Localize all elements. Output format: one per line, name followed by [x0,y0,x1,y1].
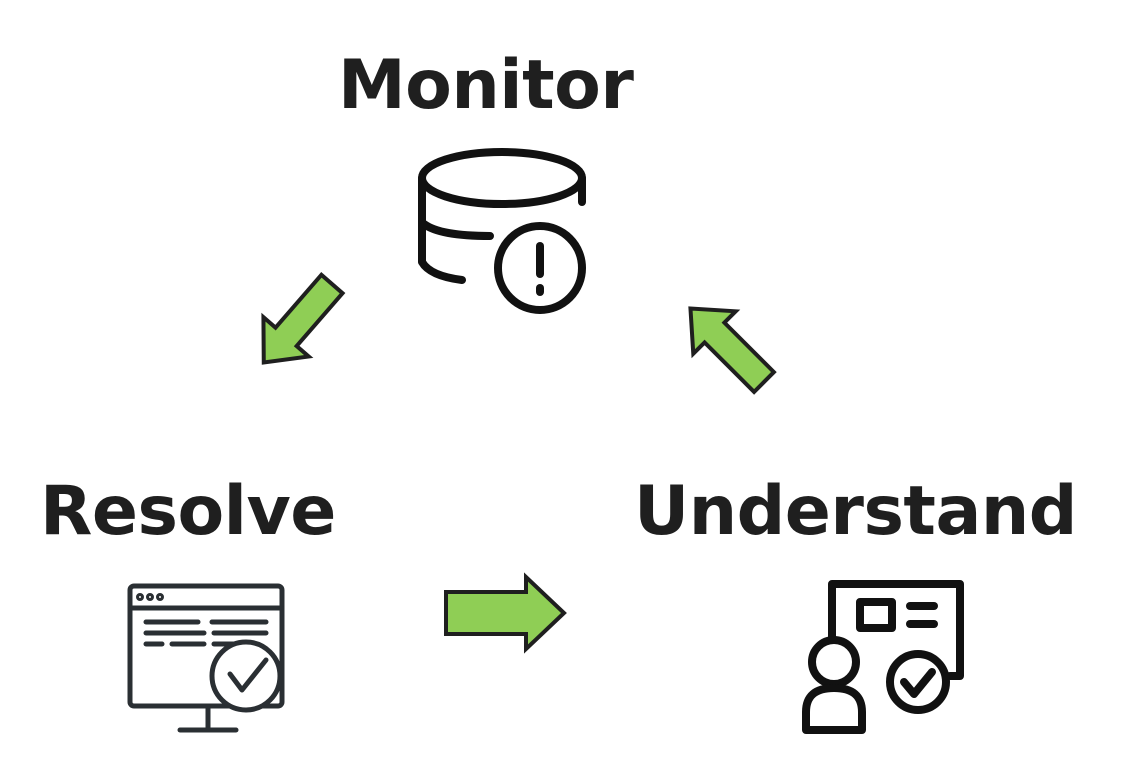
stage-label-monitor: Monitor [338,46,634,125]
check-circle [209,639,283,713]
person-head [808,636,860,688]
database-band [420,220,494,240]
window-dot-1 [136,593,144,601]
check-circle [886,650,950,714]
arrow-understand-to-monitor [688,306,777,395]
arrow-resolve-to-understand [444,572,567,654]
check-mark [227,657,269,693]
stage-label-resolve: Resolve [40,472,336,551]
database-body-left [418,174,466,284]
check-mark [900,668,936,698]
board-picture [856,598,896,632]
database-alert-icon [418,148,586,314]
board-frame [828,580,964,680]
window-dot-2 [146,593,154,601]
stage-label-understand: Understand [634,472,1077,551]
alert-circle [494,222,586,314]
window-dot-3 [156,593,164,601]
database-top [418,148,586,208]
monitor-check-icon [127,583,285,733]
person-body [802,684,866,734]
presentation-check-icon [802,580,964,734]
arrow-monitor-to-resolve [261,271,346,365]
